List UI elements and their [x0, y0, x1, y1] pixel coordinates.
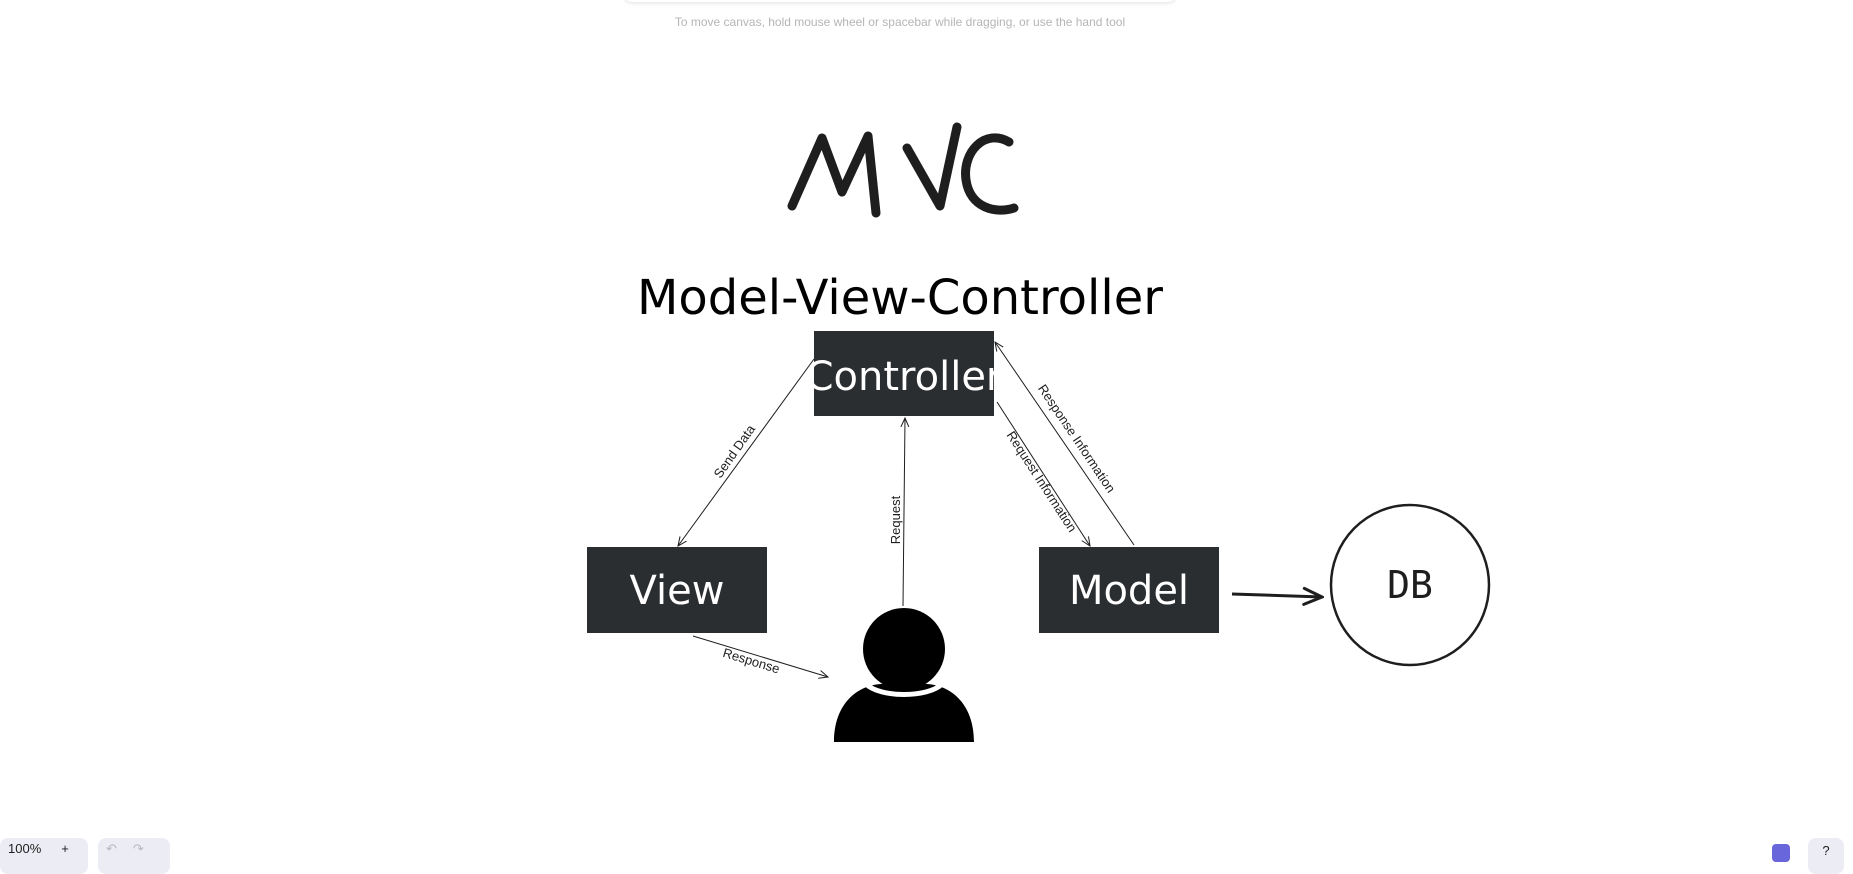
- model-to-db-arrow[interactable]: [1231, 594, 1322, 597]
- send-data-label[interactable]: Send Data: [711, 421, 759, 481]
- view-box[interactable]: View: [587, 547, 767, 633]
- zoom-in-button[interactable]: +: [61, 841, 69, 856]
- send-data-arrow[interactable]: [678, 358, 815, 546]
- view-label: View: [630, 568, 725, 614]
- model-box[interactable]: Model: [1039, 547, 1219, 633]
- bottom-left-controls: 100% + ↶ ↷: [0, 838, 170, 874]
- request-information-label[interactable]: Request Information: [1004, 428, 1080, 534]
- model-label: Model: [1069, 568, 1189, 614]
- request-information-arrow[interactable]: [996, 401, 1090, 546]
- db-circle[interactable]: DB: [1329, 503, 1491, 667]
- controller-label: Controller: [806, 354, 1003, 400]
- top-toolbar[interactable]: [624, 0, 1176, 2]
- library-icon[interactable]: [1772, 844, 1790, 862]
- zoom-level[interactable]: 100%: [8, 841, 42, 856]
- controller-box[interactable]: Controller: [806, 331, 1003, 416]
- redo-icon[interactable]: ↷: [132, 841, 144, 856]
- response-arrow[interactable]: [692, 635, 828, 677]
- mvc-title-drawing[interactable]: [787, 122, 1019, 218]
- mvc-diagram: Model-View-Controller Controller View Mo…: [587, 122, 1491, 742]
- undo-icon[interactable]: ↶: [106, 841, 117, 856]
- help-button[interactable]: ?: [1808, 838, 1844, 874]
- zoom-controls: 100% +: [0, 838, 88, 874]
- db-label: DB: [1387, 563, 1433, 607]
- request-arrow[interactable]: [903, 418, 905, 607]
- undo-redo-controls: ↶ ↷: [98, 838, 170, 874]
- request-label[interactable]: Request: [888, 495, 903, 544]
- response-information-arrow[interactable]: [995, 342, 1135, 546]
- canvas-hint: To move canvas, hold mouse wheel or spac…: [674, 15, 1126, 29]
- subtitle-text[interactable]: Model-View-Controller: [637, 270, 1163, 326]
- user-silhouette-icon[interactable]: [834, 608, 974, 742]
- response-label[interactable]: Response: [721, 645, 781, 676]
